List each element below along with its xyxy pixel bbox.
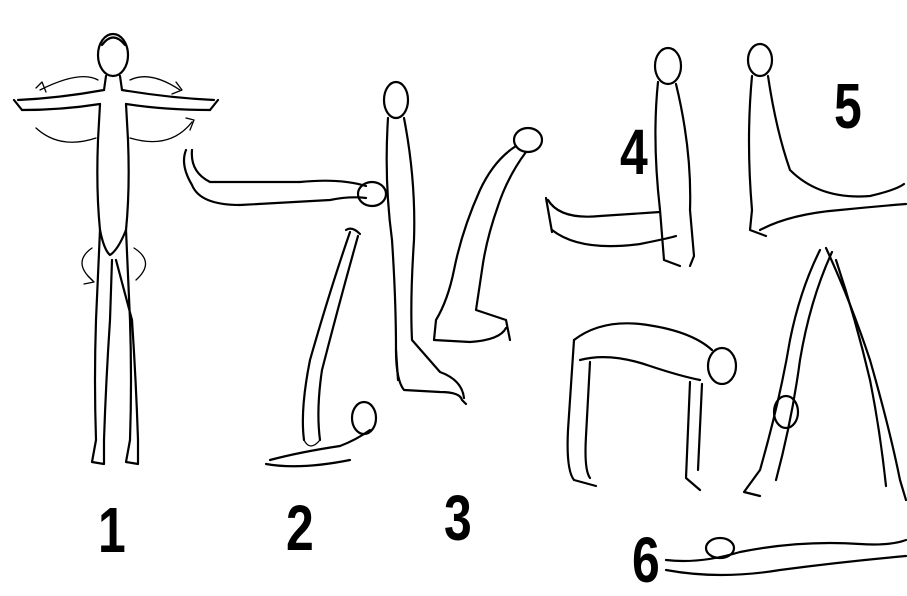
step-number-3: 3 bbox=[444, 486, 472, 550]
figure-inverted-v-pose bbox=[744, 248, 906, 500]
step-number-2: 2 bbox=[286, 496, 314, 560]
step-number-4: 4 bbox=[620, 120, 648, 184]
figure-2-leg-raise-shoulder-stand bbox=[184, 150, 386, 466]
figure-3-kneeling-back-bend bbox=[384, 82, 542, 404]
figure-1-standing-arms-rotation bbox=[14, 34, 218, 464]
figure-5-upward-push bbox=[748, 44, 906, 236]
figure-table-back-bend bbox=[568, 323, 736, 490]
step-number-1: 1 bbox=[98, 498, 126, 562]
step-number-5: 5 bbox=[834, 74, 862, 138]
figure-6-lying-flat bbox=[666, 538, 906, 575]
step-number-6: 6 bbox=[632, 528, 660, 592]
